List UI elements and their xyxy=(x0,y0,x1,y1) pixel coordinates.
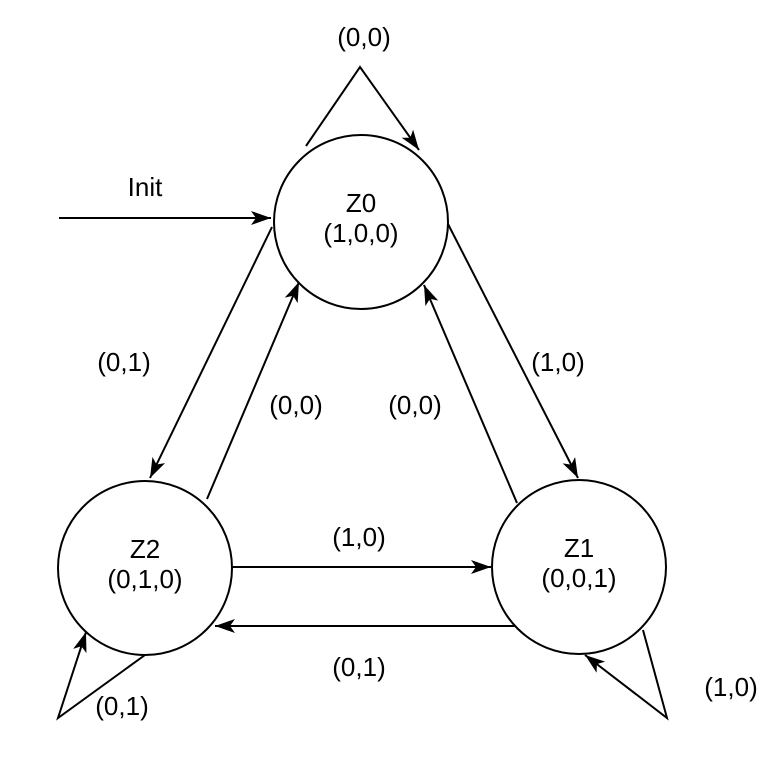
transition-z2-self-loop xyxy=(56,631,146,721)
state-z0-output: (1,0,0) xyxy=(323,218,398,248)
label-z0-z1: (1,0) xyxy=(531,347,584,377)
label-z0-self: (0,0) xyxy=(337,22,390,52)
state-z1-name: Z1 xyxy=(564,533,594,563)
state-z2-output: (0,1,0) xyxy=(107,564,182,594)
state-z2-name: Z2 xyxy=(130,534,160,564)
transition-z0-z1 xyxy=(447,223,579,479)
state-z0-name: Z0 xyxy=(346,188,376,218)
transition-z0-self-loop xyxy=(305,65,420,151)
state-z1-circle xyxy=(491,479,667,655)
label-z1-z0: (0,0) xyxy=(388,390,441,420)
label-z1-z2: (0,1) xyxy=(332,652,385,682)
transition-z0-z2 xyxy=(149,226,273,479)
label-z1-self: (1,0) xyxy=(704,672,757,702)
label-z2-z1: (1,0) xyxy=(332,522,385,552)
transition-z1-self-loop xyxy=(584,629,669,721)
label-z2-self: (0,1) xyxy=(95,691,148,721)
state-z0-circle xyxy=(273,134,449,310)
label-init: Init xyxy=(128,172,163,202)
state-z1-output: (0,0,1) xyxy=(541,563,616,593)
label-z0-z2: (0,1) xyxy=(97,347,150,377)
state-z2-circle xyxy=(57,480,233,656)
transition-z1-z0 xyxy=(423,284,518,504)
label-z2-z0: (0,0) xyxy=(269,390,322,420)
transition-z2-z0 xyxy=(206,281,300,500)
